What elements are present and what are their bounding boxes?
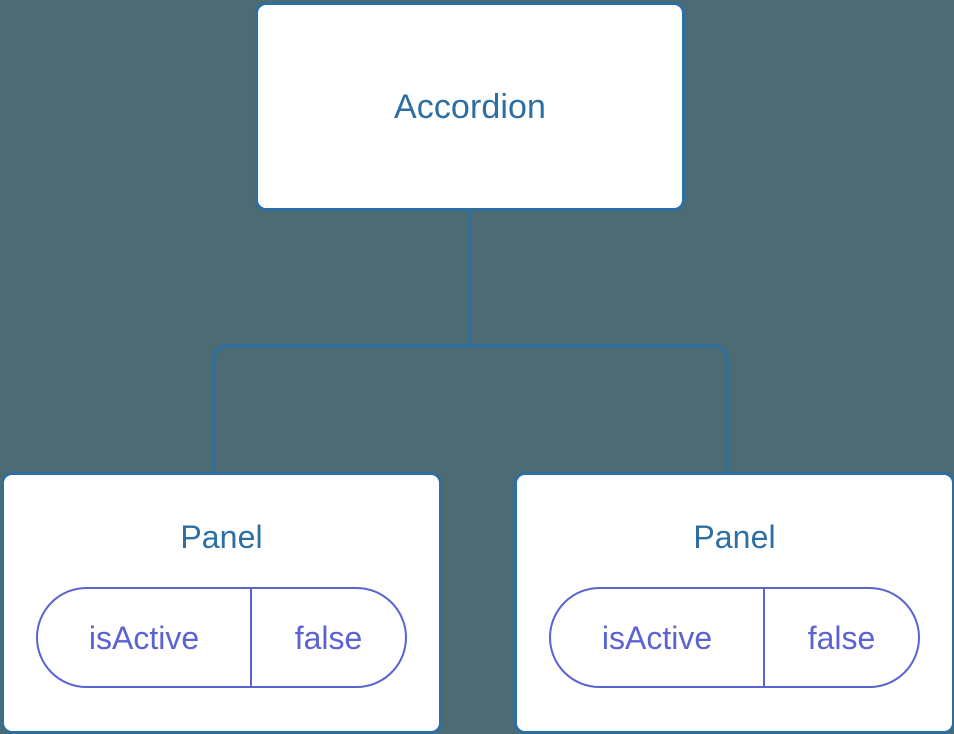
prop-key-right: isActive — [551, 589, 765, 686]
prop-value-left: false — [294, 619, 363, 656]
prop-pill-isactive-left[interactable]: isActive false — [36, 587, 407, 688]
edge-accordion-to-panel-left — [212, 209, 472, 474]
node-panel-right-title: Panel — [693, 519, 776, 555]
prop-pill-isactive-right[interactable]: isActive false — [549, 587, 920, 688]
node-panel-left[interactable]: Panel isActive false — [1, 472, 442, 734]
node-accordion[interactable]: Accordion — [255, 2, 685, 211]
node-panel-right[interactable]: Panel isActive false — [514, 472, 954, 734]
node-panel-left-title: Panel — [180, 519, 263, 555]
prop-value-right: false — [807, 619, 876, 656]
node-accordion-title: Accordion — [393, 87, 547, 126]
edge-accordion-to-panel-right — [468, 209, 729, 474]
prop-key-left: isActive — [38, 589, 252, 686]
